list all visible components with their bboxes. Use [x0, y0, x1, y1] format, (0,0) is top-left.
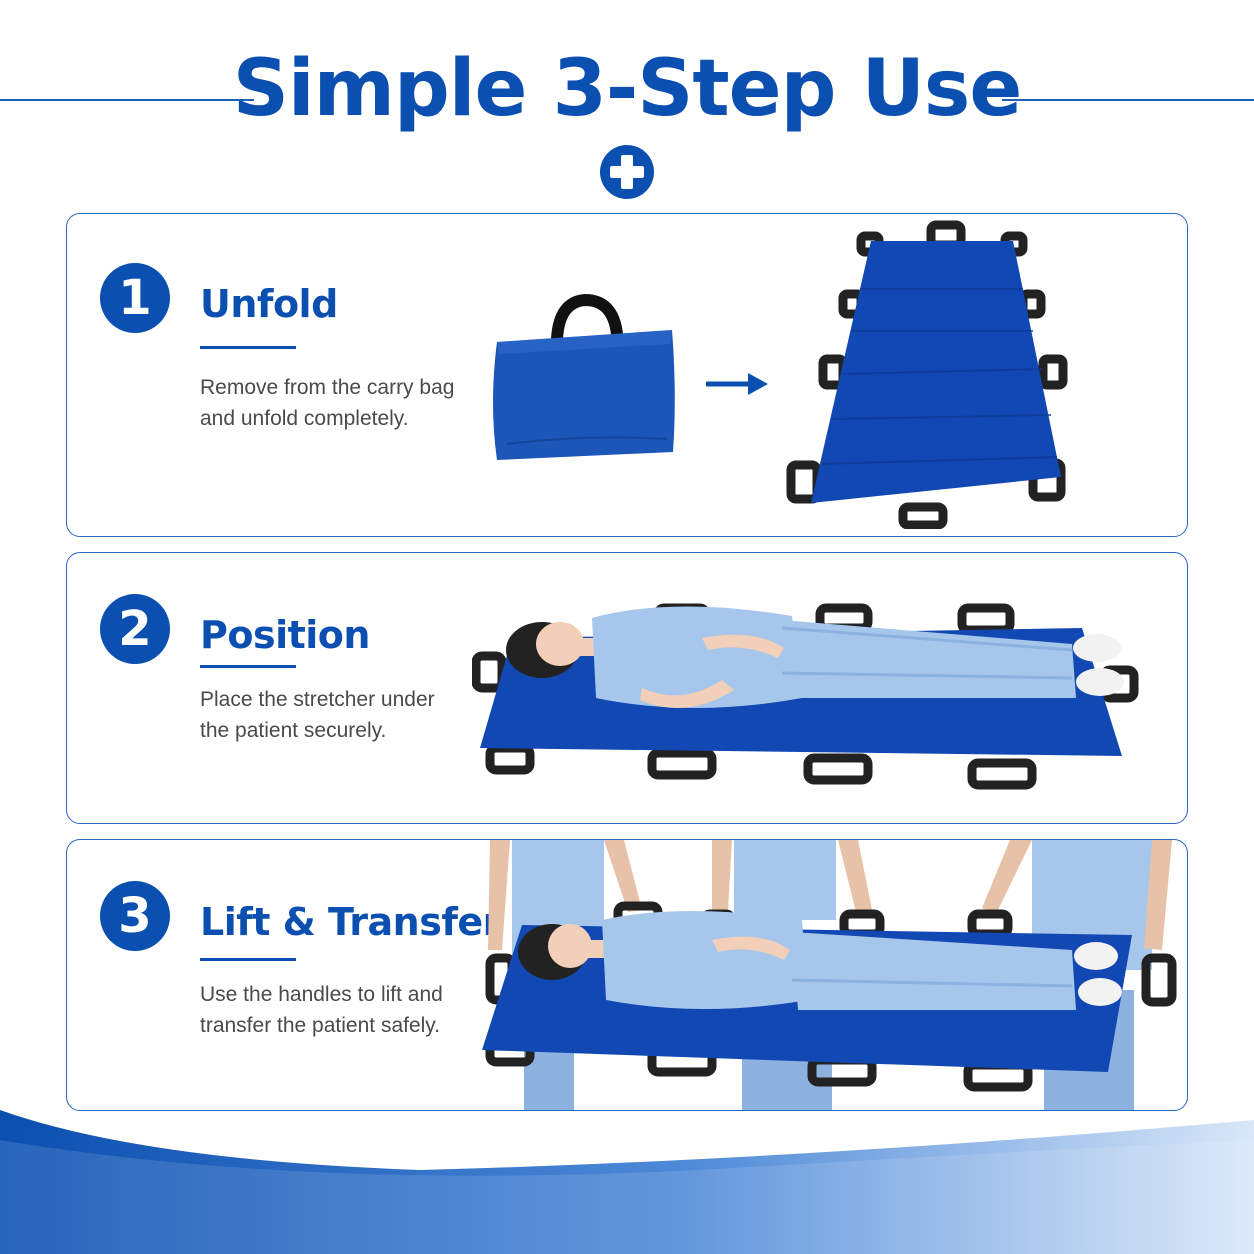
- step-title: Unfold: [200, 282, 338, 326]
- step-number-badge: 3: [100, 881, 170, 951]
- step-title-underline: [200, 665, 296, 668]
- step-title-underline: [200, 958, 296, 961]
- page-title: Simple 3-Step Use: [232, 44, 1022, 134]
- title-rule-left: [0, 99, 254, 101]
- medical-cross-icon: [600, 145, 654, 199]
- step-title: Lift & Transfer: [200, 900, 501, 944]
- step-card-lift-transfer: 3 Lift & Transfer Use the handles to lif…: [66, 839, 1188, 1111]
- carriers-lifting-patient-icon: [482, 840, 1177, 1110]
- carry-bag-icon: [493, 294, 675, 460]
- step-number-badge: 1: [100, 263, 170, 333]
- unfolded-stretcher-icon: [786, 220, 1068, 529]
- step-description: Place the stretcher under the patient se…: [200, 688, 435, 742]
- bottom-wave-decoration: [0, 1110, 1254, 1254]
- step-description: Use the handles to lift and transfer the…: [200, 983, 443, 1037]
- step-title-underline: [200, 346, 296, 349]
- patient-on-stretcher-icon: [472, 603, 1139, 790]
- arrow-right-icon: [706, 373, 768, 395]
- step-card-unfold: 1 Unfold Remove from the carry bag and u…: [66, 213, 1188, 537]
- step-card-position: 2 Position Place the stretcher under the…: [66, 552, 1188, 824]
- step-number-badge: 2: [100, 594, 170, 664]
- step-title: Position: [200, 613, 370, 657]
- title-rule-right: [1002, 99, 1254, 101]
- step-description: Remove from the carry bag and unfold com…: [200, 376, 455, 430]
